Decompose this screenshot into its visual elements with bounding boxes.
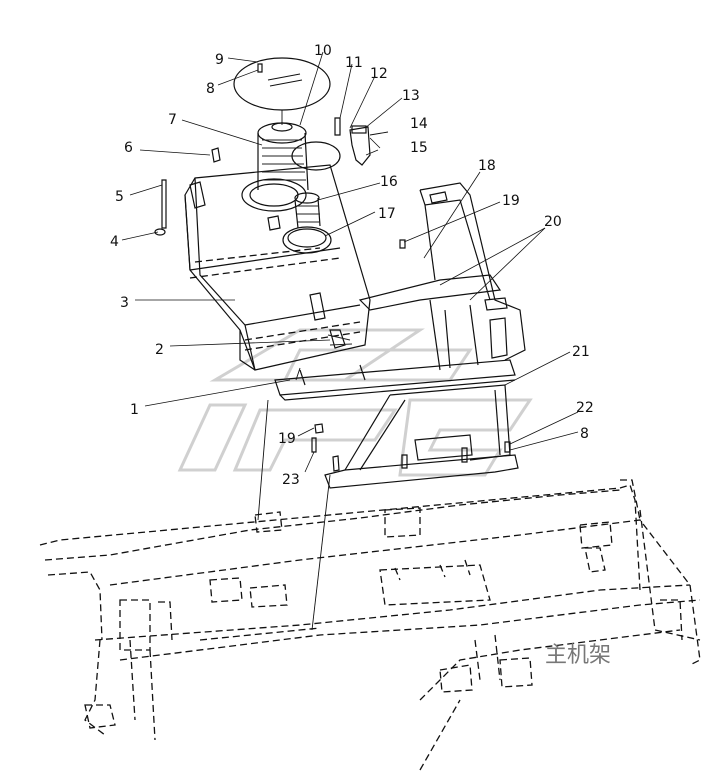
callout-19: 19 xyxy=(502,193,520,209)
callout-17: 17 xyxy=(378,206,396,222)
callout-7: 7 xyxy=(168,112,177,128)
callout-14: 14 xyxy=(410,116,428,132)
callout-2: 2 xyxy=(155,342,164,358)
callout-labels: 1 2 3 4 5 6 7 8 9 10 11 12 13 14 15 16 1… xyxy=(110,43,594,488)
callout-10: 10 xyxy=(314,43,332,59)
callout-12: 12 xyxy=(370,66,388,82)
callout-9: 9 xyxy=(215,52,224,68)
callout-11: 11 xyxy=(345,55,363,71)
callout-15: 15 xyxy=(410,140,428,156)
callout-6: 6 xyxy=(124,140,133,156)
main-frame-label: 主机架 xyxy=(545,643,611,668)
callout-1: 1 xyxy=(130,402,139,418)
callout-16: 16 xyxy=(380,174,398,190)
callout-18: 18 xyxy=(478,158,496,174)
alignment-lines xyxy=(257,367,331,631)
callout-23: 23 xyxy=(282,472,300,488)
callout-13: 13 xyxy=(402,88,420,104)
callout-21: 21 xyxy=(572,344,590,360)
support-bracket xyxy=(274,182,526,489)
filter-assembly xyxy=(154,57,389,254)
hydraulic-tank xyxy=(184,164,371,371)
callout-3: 3 xyxy=(120,295,129,311)
callout-19-lower: 19 xyxy=(278,431,296,447)
callout-22: 22 xyxy=(576,400,594,416)
callout-5: 5 xyxy=(115,189,124,205)
callout-8-lower: 8 xyxy=(580,426,589,442)
leader-lines xyxy=(121,51,579,473)
fasteners xyxy=(311,239,511,472)
main-frame xyxy=(39,479,701,771)
callout-8: 8 xyxy=(206,81,215,97)
callout-20: 20 xyxy=(544,214,562,230)
callout-4: 4 xyxy=(110,234,119,250)
